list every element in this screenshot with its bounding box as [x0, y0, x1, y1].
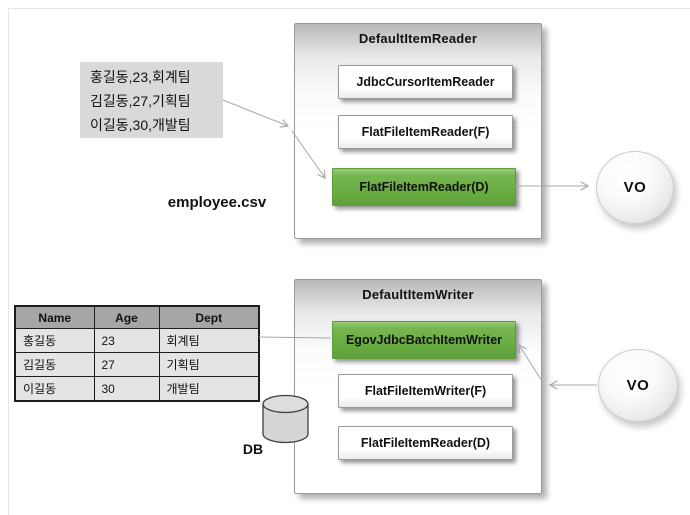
- vo-label: VO: [626, 377, 650, 394]
- table-header-row: Name Age Dept: [14, 305, 260, 329]
- csv-filename-label: employee.csv: [167, 194, 267, 211]
- table-header-age: Age: [93, 305, 160, 329]
- table-cell: 개발팀: [158, 376, 260, 402]
- employee-db-table: Name Age Dept 홍길동 23 회계팀 김길동 27 기획팀 이길동 …: [14, 305, 260, 402]
- flat-file-item-reader-d-box: FlatFileItemReader(D): [332, 168, 516, 206]
- table-cell: 이길동: [14, 376, 95, 402]
- table-row: 홍길동 23 회계팀: [14, 328, 260, 353]
- flat-file-item-reader-d-writer-box: FlatFileItemReader(D): [338, 426, 513, 460]
- db-label: DB: [242, 441, 264, 457]
- default-item-writer-panel: DefaultItemWriter EgovJdbcBatchItemWrite…: [294, 279, 542, 494]
- egov-jdbc-batch-item-writer-box: EgovJdbcBatchItemWriter: [332, 321, 516, 359]
- writer-panel-title: DefaultItemWriter: [362, 287, 474, 302]
- table-header-dept: Dept: [158, 305, 260, 329]
- flat-file-item-reader-f-box: FlatFileItemReader(F): [338, 115, 513, 149]
- csv-line-2: 김길동,27,기획팀: [90, 93, 191, 109]
- table-cell: 홍길동: [14, 328, 95, 353]
- flat-file-item-writer-f-box: FlatFileItemWriter(F): [338, 374, 513, 408]
- table-row: 이길동 30 개발팀: [14, 376, 260, 402]
- table-cell: 김길동: [14, 352, 95, 377]
- table-row: 김길동 27 기획팀: [14, 352, 260, 377]
- csv-to-reader-arrow: [222, 99, 290, 128]
- vo-circle-reader: VO: [596, 151, 674, 224]
- vo-circle-writer: VO: [598, 349, 678, 422]
- table-header-name: Name: [14, 305, 95, 329]
- table-cell: 23: [93, 328, 160, 353]
- jdbc-cursor-item-reader-box: JdbcCursorItemReader: [338, 65, 513, 99]
- vo-label: VO: [623, 179, 647, 196]
- default-item-reader-panel: DefaultItemReader JdbcCursorItemReader F…: [294, 23, 542, 239]
- reader-panel-title: DefaultItemReader: [358, 31, 478, 46]
- table-cell: 회계팀: [158, 328, 260, 353]
- csv-line-1: 홍길동,23,회계팀: [90, 69, 191, 85]
- table-cell: 기획팀: [158, 352, 260, 377]
- table-cell: 30: [93, 376, 160, 402]
- table-cell: 27: [93, 352, 160, 377]
- csv-line-3: 이길동,30,개발팀: [90, 117, 191, 133]
- csv-data-box: 홍길동,23,회계팀 김길동,27,기획팀 이길동,30,개발팀: [80, 62, 223, 138]
